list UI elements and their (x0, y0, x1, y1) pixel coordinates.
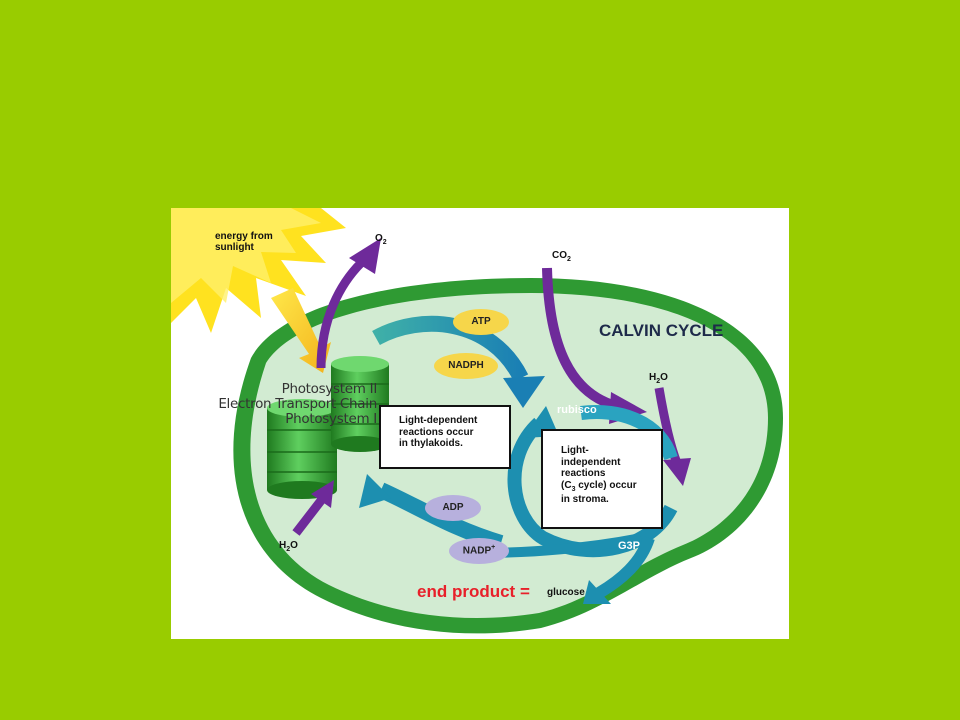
oxygen-arrow (316, 259, 365, 369)
nadp-pill (449, 538, 509, 564)
calvin-cycle-ring (507, 417, 678, 558)
glucose-label: glucose (547, 587, 585, 598)
nadp-label: NADP+ (462, 544, 496, 557)
water-arrow-right (654, 387, 682, 465)
atp-label: ATP (471, 316, 491, 327)
nadph-label: NADPH (448, 360, 484, 371)
atp-pill (453, 309, 509, 335)
calvin-cycle-title: CALVIN CYCLE (599, 321, 724, 340)
sunlight-arrow (271, 288, 331, 373)
o2-label: O2 (375, 233, 387, 246)
co2-arrow (542, 267, 618, 411)
g3p-label: G3P (618, 540, 641, 552)
thylakoid-stack-right (331, 356, 389, 452)
sunlight-label: energy from sunlight (215, 231, 273, 253)
adp-pill (425, 495, 481, 521)
adp-label: ADP (442, 502, 464, 513)
photosynthesis-diagram: energy from sunlight O2 CO2 CALVIN CYCLE… (171, 208, 789, 639)
rubisco-label: rubisco (557, 404, 597, 416)
glucose-arrow (595, 535, 655, 599)
light-independent-box: Light- independent reactions (C3 cycle) … (541, 429, 663, 529)
end-product-label: end product = (417, 582, 530, 601)
photosystem-labels: Photosystem II Electron Transport Chain … (218, 381, 377, 428)
h2o-left-label: H2O (279, 540, 298, 553)
water-arrow-left (292, 495, 327, 536)
sun-icon (171, 208, 346, 333)
light-dependent-box: Light-dependent reactions occur in thyla… (379, 405, 511, 469)
nadph-pill (434, 353, 498, 379)
h2o-right-label: H2O (649, 372, 668, 385)
energy-carrier-arrow (372, 315, 529, 382)
co2-label: CO2 (552, 250, 571, 263)
